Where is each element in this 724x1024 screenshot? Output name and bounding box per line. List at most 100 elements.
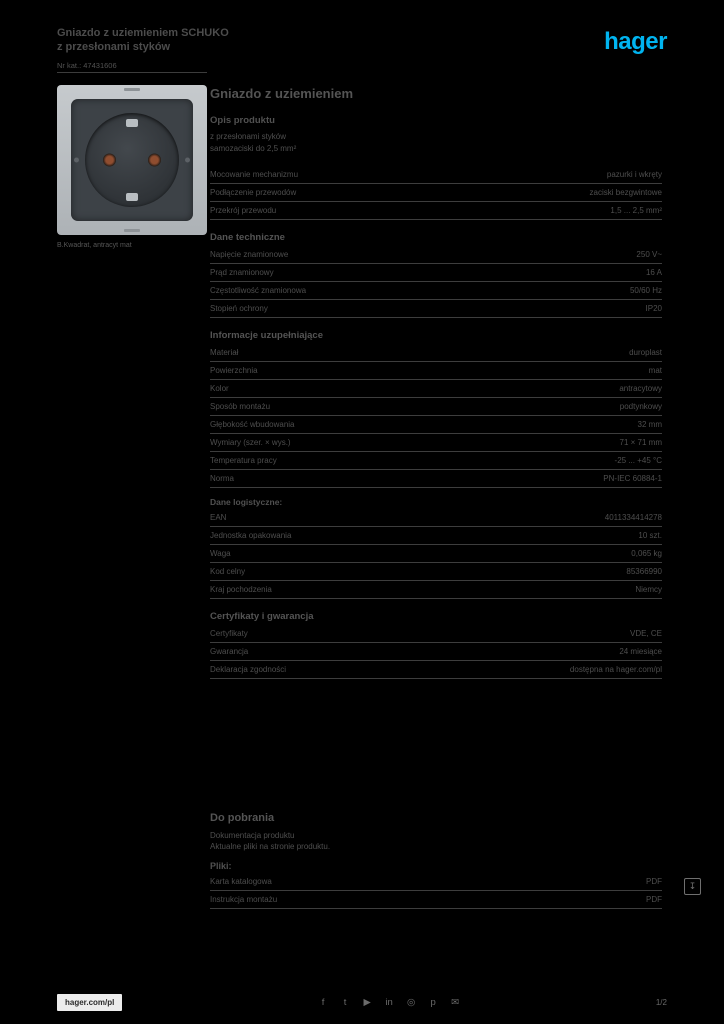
spec-label: Częstotliwość znamionowa [210,286,307,296]
spec-value: IP20 [645,304,662,314]
spec-label: Głębokość wbudowania [210,420,295,430]
download-format: PDF [646,877,662,887]
spec-label: Certyfikaty [210,629,248,639]
hager-logo: hager [604,28,667,55]
socket-screw-right [185,157,190,163]
spec-label: Norma [210,474,235,484]
spec-row: Stopień ochrony IP20 [210,300,662,319]
spec-label: Powierzchnia [210,366,258,376]
spec-value: pazurki i wkręty [606,170,662,180]
spec-row: Temperatura pracy -25 ... +45 °C [210,452,662,471]
spec-row: Podłączenie przewodów zaciski bezgwintowe [210,184,662,203]
frame-notch-bottom [124,229,140,232]
page-number: 1/2 [655,998,667,1007]
linkedin-icon[interactable]: in [385,997,393,1008]
downloads-intro: Dokumentacja produktu [210,831,295,840]
section-heading: Certyfikaty i gwarancja [210,611,314,623]
socket-screw-left [74,157,79,163]
spec-row: Wymiary (szer. × wys.) 71 × 71 mm [210,434,662,453]
earth-clip-bottom [126,193,138,201]
facebook-icon[interactable]: f [321,997,325,1008]
spec-label: Prąd znamionowy [210,268,274,278]
spec-label: Podłączenie przewodów [210,188,297,198]
spec-value: 4011334414278 [604,513,662,523]
mail-icon[interactable]: ✉ [451,997,460,1008]
feature-list: z przesłonami styków samozaciski do 2,5 m… [210,131,662,154]
sub-heading: Opis produktu [210,115,275,126]
spec-label: Wymiary (szer. × wys.) [210,438,291,448]
earth-clip-top [126,119,138,127]
socket-hole-left [103,153,116,167]
spec-label: Stopień ochrony [210,304,268,314]
main-heading: Gniazdo z uziemieniem [210,86,354,101]
spec-label: Jednostka opakowania [210,531,292,541]
spec-label: Temperatura pracy [210,456,277,466]
reference-value: 47431606 [83,60,117,70]
section-heading: Dane techniczne [210,232,285,244]
spec-value: podtynkowy [619,402,662,412]
footer: hager.com/pl f t ▶ in ◎ p ✉ 1/2 [57,993,667,1012]
feature-line: z przesłonami styków [210,132,287,141]
youtube-icon[interactable]: ▶ [363,997,371,1008]
spec-label: Sposób montażu [210,402,271,412]
download-row[interactable]: Karta katalogowa PDF [210,873,662,892]
spec-label: Materiał [210,348,239,358]
downloads-note: Aktualne pliki na stronie produktu. [210,842,331,852]
downloads-subhead: Pliki: [210,861,232,872]
spec-value: 1,5 ... 2,5 mm² [610,206,662,216]
specification-column: Gniazdo z uziemieniem Opis produktu z pr… [210,86,662,680]
product-image-caption: B.Kwadrat, antracyt mat [57,242,132,249]
spec-label: Napięcie znamionowe [210,250,289,260]
socket-recess [85,113,179,207]
pinterest-icon[interactable]: p [430,997,436,1008]
download-document-icon[interactable]: ↧ [684,878,701,895]
spec-label: Kolor [210,384,229,394]
product-title-line2: z przesłonami styków [57,41,171,54]
spec-row: Głębokość wbudowania 32 mm [210,416,662,435]
spec-value: 32 mm [637,420,662,430]
download-label: Instrukcja montażu [210,895,278,905]
spec-label: Kod celny [210,567,246,577]
section-subhead: Dane logistyczne: [210,497,283,508]
spec-label: Gwarancja [210,647,249,657]
download-label: Karta katalogowa [210,877,272,887]
reference-number: Nr kat.: 47431606 [57,61,207,73]
downloads-heading: Do pobrania [210,812,275,824]
spec-value: 71 × 71 mm [619,438,662,448]
feature-line: samozaciski do 2,5 mm² [210,143,297,153]
frame-notch-top [124,88,140,91]
site-link[interactable]: hager.com/pl [57,994,123,1011]
instagram-icon[interactable]: ◎ [406,997,416,1008]
spec-row: Przekrój przewodu 1,5 ... 2,5 mm² [210,202,662,221]
spec-value: VDE, CE [629,629,662,639]
spec-row: EAN 4011334414278 [210,509,662,528]
reference-label: Nr kat.: [57,60,82,70]
twitter-icon[interactable]: t [343,997,347,1008]
product-title-line1: Gniazdo z uziemieniem SCHUKO [57,27,229,39]
spec-value: antracytowy [619,384,662,394]
spec-label: Przekrój przewodu [210,206,277,216]
spec-value: zaciski bezgwintowe [589,188,662,198]
spec-value: dostępna na hager.com/pl [569,665,662,675]
spec-value: 16 A [645,268,662,278]
spec-value: -25 ... +45 °C [614,456,662,466]
spec-row: Prąd znamionowy 16 A [210,264,662,283]
socket-plate [71,99,193,221]
spec-value: Niemcy [635,585,662,595]
spec-label: EAN [210,513,227,523]
